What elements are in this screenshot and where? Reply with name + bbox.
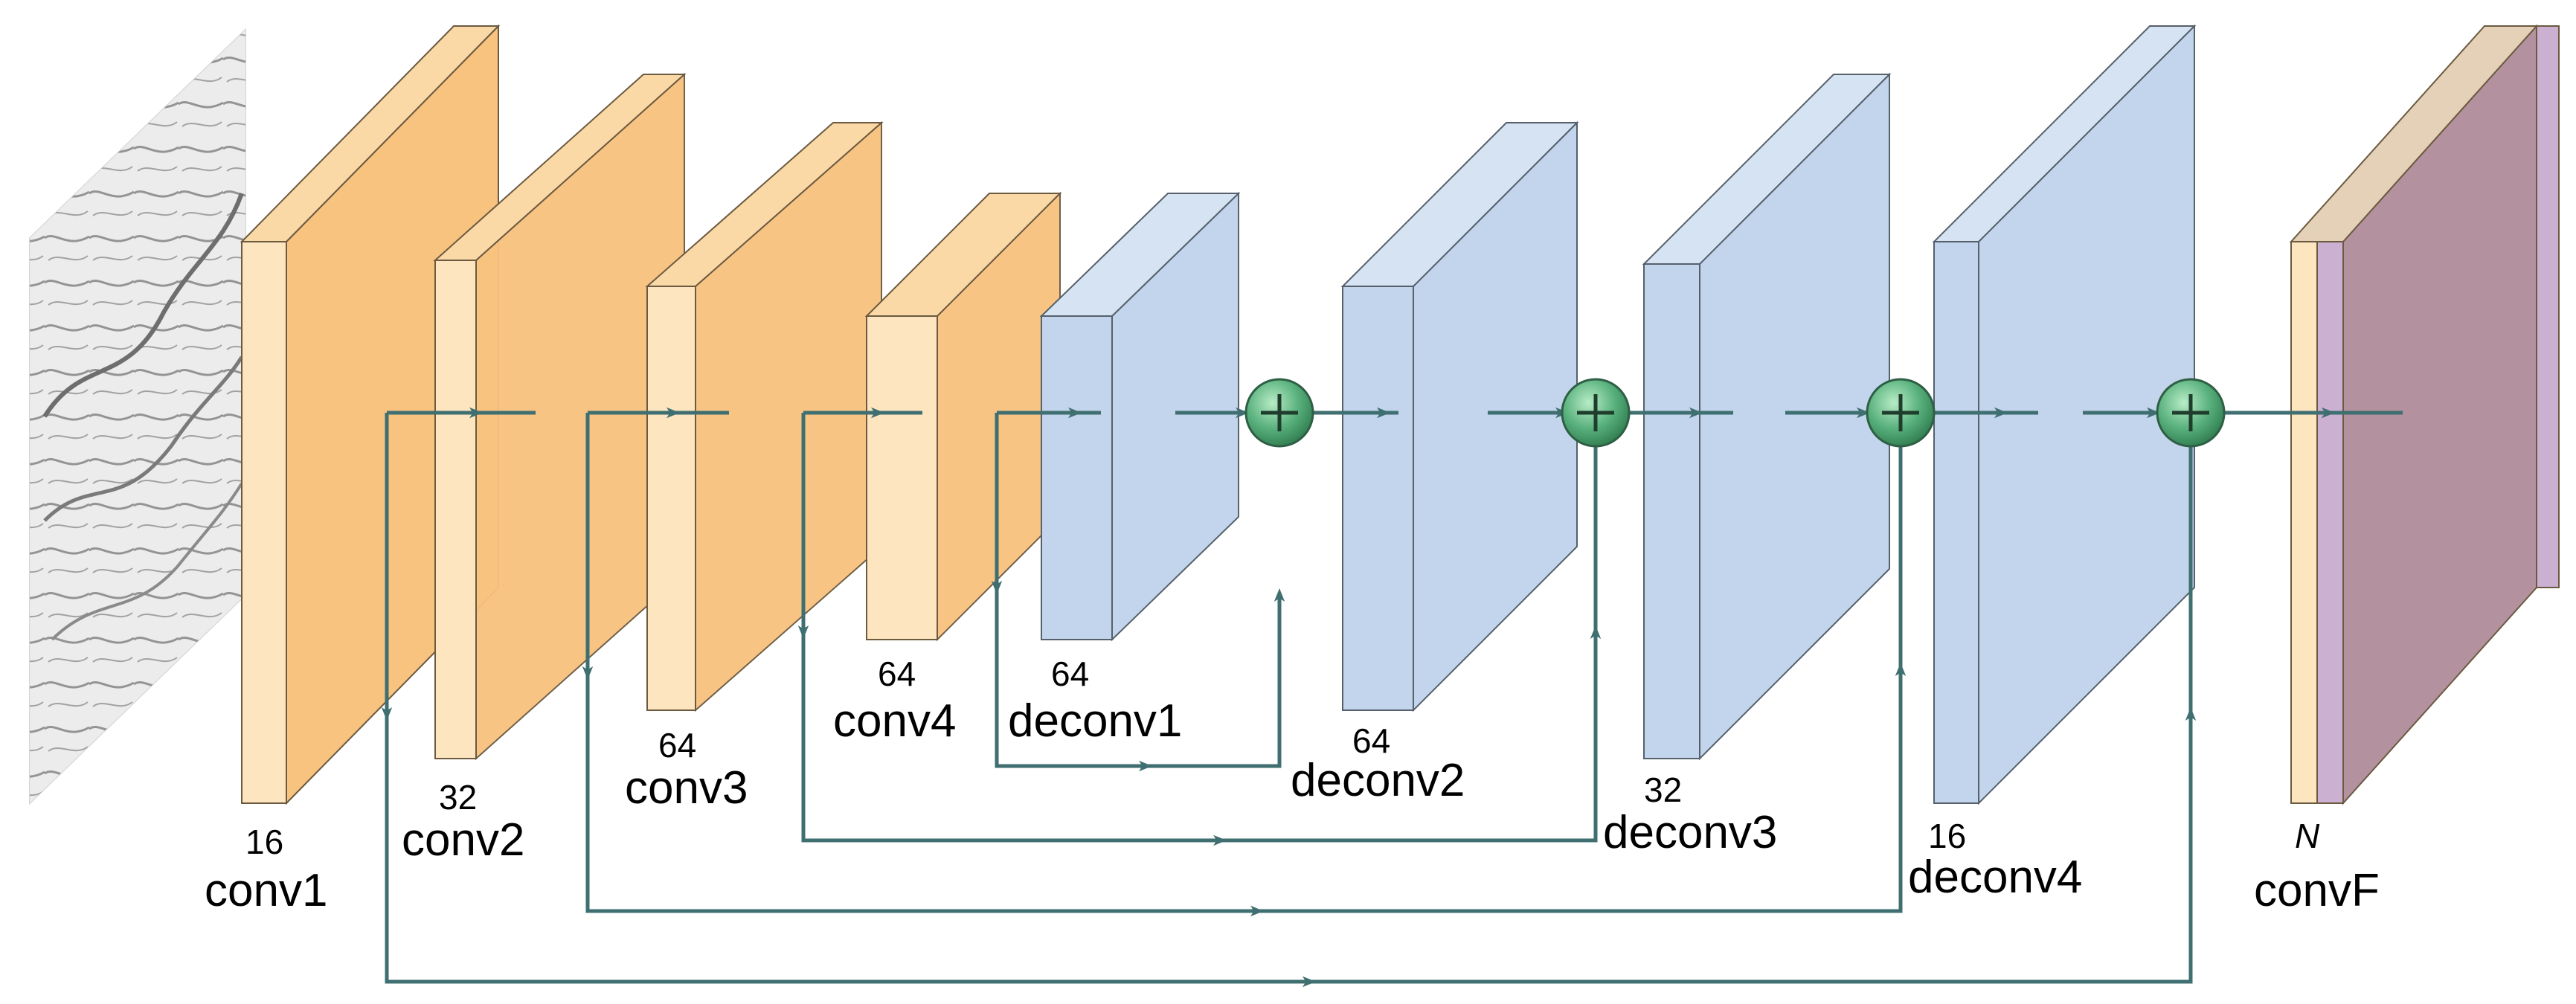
deconv3-label: deconv3 <box>1603 807 1777 858</box>
conv1-channels: 16 <box>245 823 283 861</box>
skip-connections <box>381 413 2197 988</box>
sum-node-3 <box>1866 378 1936 448</box>
deconv1-label: deconv1 <box>1008 695 1182 747</box>
conv3-channels: 64 <box>658 726 696 765</box>
deconv1-channels: 64 <box>1051 654 1089 693</box>
layer-conv3 <box>645 120 884 712</box>
plus-circle-icon <box>2172 394 2209 431</box>
sum-node-4 <box>2156 378 2226 448</box>
conv4-channels: 64 <box>878 654 916 693</box>
deconv3-channels: 32 <box>1644 770 1682 809</box>
conv2-label: conv2 <box>402 814 524 866</box>
convF-label: convF <box>2254 865 2380 916</box>
convF-channels: N <box>2295 817 2320 855</box>
deconv2-channels: 64 <box>1352 721 1390 760</box>
deconv4-label: deconv4 <box>1908 852 2082 903</box>
conv2-channels: 32 <box>439 778 477 817</box>
layer-conv2 <box>433 72 687 761</box>
plus-circle-icon <box>1261 394 1298 431</box>
plus-circle-icon <box>1577 394 1614 431</box>
deconv4-channels: 16 <box>1928 817 1966 855</box>
conv1-label: conv1 <box>205 865 327 916</box>
conv3-label: conv3 <box>625 762 748 814</box>
layer-convF <box>2289 24 2560 805</box>
plus-circle-icon <box>1882 394 1919 431</box>
layer-conv4 <box>864 191 1062 642</box>
layer-deconv3 <box>1642 72 1892 761</box>
sum-node-2 <box>1561 378 1631 448</box>
input-image <box>29 28 246 805</box>
sum-node-1 <box>1244 378 1314 448</box>
conv4-label: conv4 <box>833 695 956 747</box>
deconv2-label: deconv2 <box>1291 755 1465 806</box>
layer-deconv2 <box>1340 120 1579 712</box>
layer-deconv1 <box>1039 191 1241 642</box>
